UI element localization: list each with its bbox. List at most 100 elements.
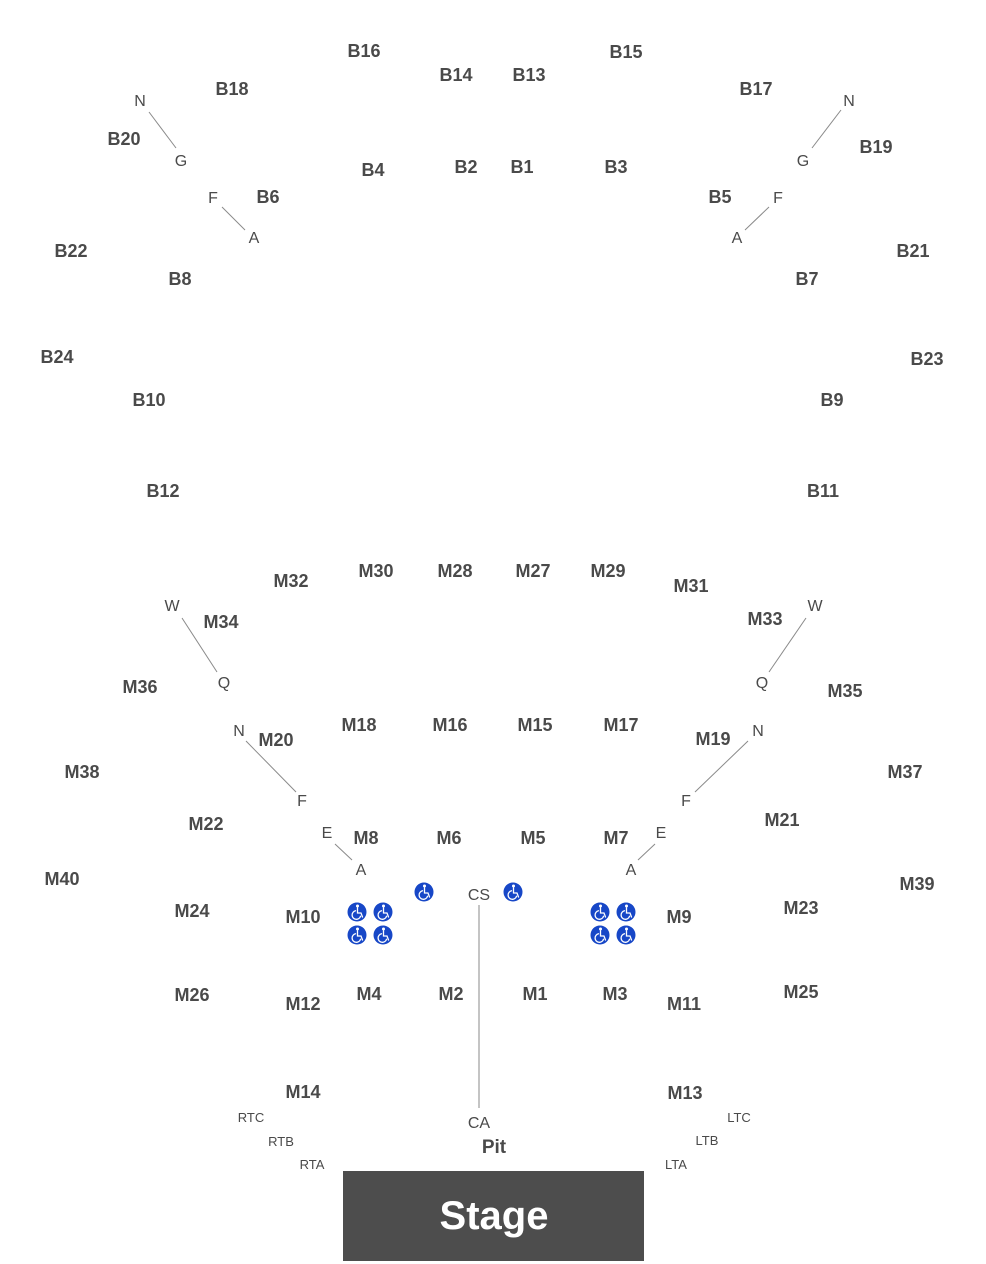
- wheelchair-icon[interactable]: [372, 901, 394, 923]
- section-B13[interactable]: B13: [512, 65, 545, 85]
- box-RTB[interactable]: RTB: [268, 1134, 294, 1149]
- section-B7[interactable]: B7: [795, 269, 818, 289]
- wheelchair-icon[interactable]: [502, 881, 524, 903]
- section-B23[interactable]: B23: [910, 349, 943, 369]
- row-marker: G: [175, 153, 187, 170]
- section-B22[interactable]: B22: [54, 241, 87, 261]
- wheelchair-icon[interactable]: [615, 901, 637, 923]
- section-M27[interactable]: M27: [515, 561, 550, 581]
- section-B8[interactable]: B8: [168, 269, 191, 289]
- section-M11[interactable]: M11: [667, 994, 701, 1014]
- section-B15[interactable]: B15: [609, 42, 642, 62]
- section-M19[interactable]: M19: [695, 729, 730, 749]
- section-M3[interactable]: M3: [602, 984, 627, 1004]
- box-RTC[interactable]: RTC: [238, 1110, 264, 1125]
- box-LTC[interactable]: LTC: [727, 1110, 751, 1125]
- section-M10[interactable]: M10: [285, 907, 320, 927]
- box-LTB[interactable]: LTB: [696, 1133, 719, 1148]
- row-marker-ca: CA: [468, 1115, 491, 1132]
- section-B20[interactable]: B20: [107, 129, 140, 149]
- wheelchair-icon[interactable]: [589, 924, 611, 946]
- section-M2[interactable]: M2: [438, 984, 463, 1004]
- section-M32[interactable]: M32: [273, 571, 308, 591]
- section-B12[interactable]: B12: [146, 481, 179, 501]
- section-B21[interactable]: B21: [896, 241, 929, 261]
- section-M5[interactable]: M5: [520, 828, 545, 848]
- section-B4[interactable]: B4: [361, 160, 384, 180]
- section-B1[interactable]: B1: [510, 157, 533, 177]
- section-M16[interactable]: M16: [432, 715, 467, 735]
- row-marker: Q: [218, 675, 230, 692]
- section-B14[interactable]: B14: [439, 65, 472, 85]
- wheelchair-icon[interactable]: [589, 901, 611, 923]
- section-M18[interactable]: M18: [341, 715, 376, 735]
- section-M7[interactable]: M7: [603, 828, 628, 848]
- section-B19[interactable]: B19: [859, 137, 892, 157]
- section-M14[interactable]: M14: [285, 1082, 320, 1102]
- section-B3[interactable]: B3: [604, 157, 627, 177]
- row-marker: N: [233, 723, 245, 740]
- row-marker: N: [134, 93, 146, 110]
- row-marker: F: [681, 793, 691, 810]
- row-marker: E: [322, 825, 333, 842]
- row-marker: A: [356, 862, 367, 879]
- section-M35[interactable]: M35: [827, 681, 862, 701]
- section-M12[interactable]: M12: [285, 994, 320, 1014]
- section-M21[interactable]: M21: [764, 810, 799, 830]
- section-M20[interactable]: M20: [258, 730, 293, 750]
- wheelchair-icon[interactable]: [413, 881, 435, 903]
- section-B24[interactable]: B24: [40, 347, 73, 367]
- section-M25[interactable]: M25: [783, 982, 818, 1002]
- section-B18[interactable]: B18: [215, 79, 248, 99]
- section-M23[interactable]: M23: [783, 898, 818, 918]
- section-M26[interactable]: M26: [174, 985, 209, 1005]
- section-M29[interactable]: M29: [590, 561, 625, 581]
- balcony-row-markers: N G F A N G F A: [134, 93, 855, 247]
- section-M9[interactable]: M9: [666, 907, 691, 927]
- row-marker: Q: [756, 675, 768, 692]
- section-M8[interactable]: M8: [353, 828, 378, 848]
- section-M33[interactable]: M33: [747, 609, 782, 629]
- pit-label[interactable]: Pit: [482, 1137, 507, 1158]
- wheelchair-icon[interactable]: [372, 924, 394, 946]
- section-M39[interactable]: M39: [899, 874, 934, 894]
- section-M1[interactable]: M1: [522, 984, 547, 1004]
- section-B5[interactable]: B5: [708, 187, 731, 207]
- section-M40[interactable]: M40: [44, 869, 79, 889]
- section-M36[interactable]: M36: [122, 677, 157, 697]
- section-M17[interactable]: M17: [603, 715, 638, 735]
- section-M38[interactable]: M38: [64, 762, 99, 782]
- wheelchair-icon[interactable]: [346, 924, 368, 946]
- section-B9[interactable]: B9: [820, 390, 843, 410]
- row-marker: N: [843, 93, 855, 110]
- section-M30[interactable]: M30: [358, 561, 393, 581]
- stage: [343, 1171, 644, 1261]
- section-M22[interactable]: M22: [188, 814, 223, 834]
- section-M4[interactable]: M4: [356, 984, 381, 1004]
- section-B16[interactable]: B16: [347, 41, 380, 61]
- section-M28[interactable]: M28: [437, 561, 472, 581]
- box-RTA[interactable]: RTA: [300, 1157, 325, 1172]
- section-M31[interactable]: M31: [673, 576, 708, 596]
- section-M34[interactable]: M34: [203, 612, 238, 632]
- section-M37[interactable]: M37: [887, 762, 922, 782]
- side-boxes: RTC RTB RTA LTC LTB LTA: [238, 1110, 751, 1172]
- row-marker: A: [249, 230, 260, 247]
- section-M6[interactable]: M6: [436, 828, 461, 848]
- section-B17[interactable]: B17: [739, 79, 772, 99]
- section-M15[interactable]: M15: [517, 715, 552, 735]
- row-marker: W: [164, 598, 180, 615]
- section-B2[interactable]: B2: [454, 157, 477, 177]
- section-B10[interactable]: B10: [132, 390, 165, 410]
- section-B11[interactable]: B11: [807, 481, 839, 501]
- row-marker: F: [297, 793, 307, 810]
- row-marker: W: [807, 598, 823, 615]
- section-M24[interactable]: M24: [174, 901, 209, 921]
- wheelchair-icon[interactable]: [346, 901, 368, 923]
- aisle-lines: [148, 109, 842, 1108]
- wheelchair-icon[interactable]: [615, 924, 637, 946]
- box-LTA[interactable]: LTA: [665, 1157, 687, 1172]
- section-B6[interactable]: B6: [256, 187, 279, 207]
- section-M13[interactable]: M13: [667, 1083, 702, 1103]
